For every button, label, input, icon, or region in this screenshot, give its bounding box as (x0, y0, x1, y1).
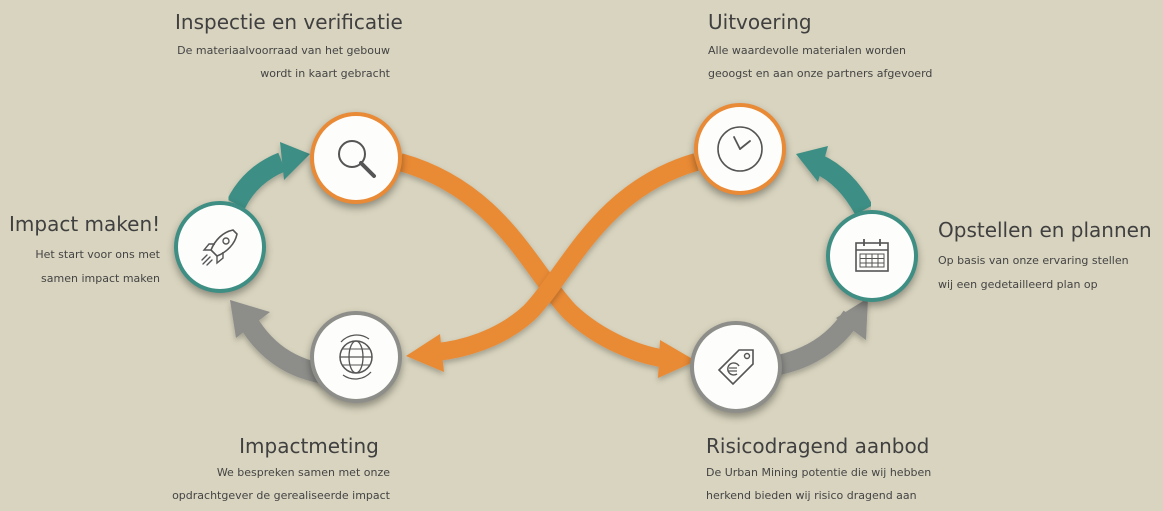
impactmeting-title: Impactmeting (239, 434, 379, 458)
node-inspectie (310, 112, 402, 204)
rocket-icon (201, 229, 238, 266)
teal-connector-left (227, 142, 310, 209)
node-impact-maken (174, 201, 266, 293)
impact-maken-desc-line1: Het start voor ons met (35, 248, 160, 261)
uitvoering-title: Uitvoering (708, 10, 812, 34)
inspectie-desc-line1: De materiaalvoorraad van het gebouw (177, 44, 390, 57)
node-opstellen (826, 210, 918, 302)
impact-maken-title: Impact maken! (9, 212, 161, 236)
inspectie-title: Inspectie en verificatie (175, 10, 403, 34)
inspectie-desc-line2: wordt in kaart gebracht (260, 67, 390, 80)
magnifier-icon (338, 140, 376, 178)
opstellen-title: Opstellen en plannen (938, 218, 1152, 242)
globe-icon (339, 334, 373, 380)
node-uitvoering (694, 103, 786, 195)
uitvoering-desc-line2: geoogst en aan onze partners afgevoerd (708, 67, 933, 80)
impactmeting-desc-line2: opdrachtgever de gerealiseerde impact (172, 489, 390, 502)
opstellen-desc-line1: Op basis van onze ervaring stellen (938, 254, 1129, 267)
orange-arrow-to-risicodragend (397, 153, 696, 378)
euro-tag-icon (717, 349, 754, 386)
risicodragend-desc-line1: De Urban Mining potentie die wij hebben (706, 466, 932, 479)
clock-icon (717, 126, 763, 172)
node-risicodragend (690, 321, 782, 413)
impact-maken-desc-line2: samen impact maken (41, 272, 160, 285)
calendar-icon (855, 239, 889, 272)
teal-connector-right (796, 146, 873, 215)
impactmeting-desc-line1: We bespreken samen met onze (216, 466, 390, 479)
risicodragend-title: Risicodragend aanbod (706, 434, 930, 458)
risicodragend-desc-line2: herkend bieden wij risico dragend aan (706, 489, 917, 502)
opstellen-desc-line2: wij een gedetailleerd plan op (938, 278, 1098, 291)
orange-arrow-to-impactmeting (406, 153, 699, 372)
uitvoering-desc-line1: Alle waardevolle materialen worden (708, 44, 906, 57)
node-impactmeting (310, 311, 402, 403)
